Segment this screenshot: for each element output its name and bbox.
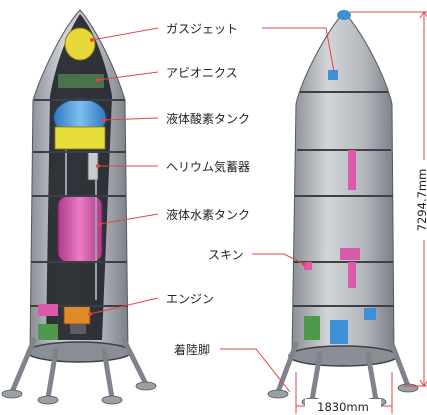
exterior-landing-legs [275, 341, 411, 403]
exterior-panels [304, 70, 376, 344]
label-engine: エンジン [166, 292, 214, 306]
label-skin: スキン [208, 248, 244, 262]
exterior-base-ring [288, 345, 398, 367]
leader-avionics [97, 71, 159, 81]
exterior-vehicle [267, 10, 419, 407]
nose-cap [337, 10, 351, 20]
green-panel [38, 324, 58, 340]
exterior-body [291, 11, 395, 357]
cutaway-vehicle [1, 9, 157, 405]
helium-sphere-nose [64, 27, 96, 61]
width-dimension-label: 1830mm [317, 400, 369, 414]
exterior-bands [293, 91, 394, 307]
leader-gas-jet [91, 27, 159, 41]
leader-lox-tank [103, 117, 159, 121]
leader-engine [89, 297, 159, 315]
engine-mount [70, 324, 86, 334]
cutaway-base-ring [26, 341, 132, 363]
leader-lh2-tank [99, 213, 159, 225]
label-gas-jet: ガスジェット [166, 22, 238, 36]
label-lox-tank: 液体酸素タンク [166, 111, 250, 126]
label-avionics: アビオニクス [166, 66, 238, 80]
avionics-ring [58, 74, 104, 88]
width-label-bg [305, 399, 381, 413]
cutaway-bands [30, 99, 128, 307]
height-label-bg [415, 160, 427, 240]
label-lh2-tank: 液体水素タンク [166, 207, 250, 222]
lox-tank-skirt [54, 126, 106, 150]
leader-landing-legs [220, 348, 291, 393]
label-landing-legs: 着陸脚 [174, 342, 210, 357]
leader-lines [88, 27, 335, 393]
height-dimension-label: 7294.7mm [415, 169, 427, 232]
leader-gas-jet-right [262, 27, 335, 73]
component-labels: ガスジェット アビオニクス 液体酸素タンク ヘリウム気蓄器 液体水素タンク スキ… [166, 22, 250, 357]
engine-shape [63, 305, 91, 325]
label-helium-tank: ヘリウム気蓄器 [166, 159, 250, 174]
cutaway-foot-pads [1, 381, 157, 405]
cutaway-landing-legs [9, 337, 149, 401]
pink-panel [38, 304, 58, 316]
leader-skin [252, 253, 305, 265]
